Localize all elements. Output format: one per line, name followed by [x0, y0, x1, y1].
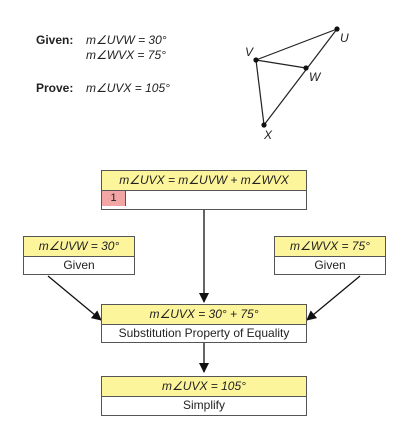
flow-box-right: m∠WVX = 75° Given: [274, 236, 386, 275]
point-w: [303, 65, 309, 71]
flow-box-left-statement: m∠UVW = 30°: [24, 237, 134, 257]
flow-box-bottom-reason: Simplify: [182, 398, 225, 412]
prove-label: Prove:: [36, 81, 74, 95]
step-number-badge: 1: [102, 191, 126, 206]
point-label-u: U: [340, 31, 349, 45]
segment-vx: [255, 59, 265, 126]
segment-vu: [255, 28, 338, 61]
arrow-right-to-middle: [306, 275, 361, 321]
flow-box-bottom-statement: m∠UVX = 105°: [102, 377, 306, 397]
given-label: Given:: [36, 33, 74, 47]
point-label-x: X: [264, 128, 273, 142]
point-v: [253, 57, 259, 63]
flow-box-top-statement: m∠UVX = m∠UVW + m∠WVX: [102, 171, 306, 191]
flow-box-left: m∠UVW = 30° Given: [23, 236, 135, 275]
geometry-figure: [255, 28, 338, 126]
geometry-points: [253, 26, 340, 128]
segment-ux: [263, 28, 338, 126]
point-u: [334, 26, 340, 32]
point-x: [261, 122, 267, 128]
arrow-left-to-middle: [47, 275, 102, 321]
flow-box-bottom: m∠UVX = 105° Simplify: [101, 376, 307, 416]
point-label-v: V: [245, 45, 254, 59]
given-statement-2: m∠WVX = 75°: [86, 48, 166, 62]
given-statement-1: m∠UVW = 30°: [86, 33, 167, 47]
flow-box-right-statement: m∠WVX = 75°: [275, 237, 385, 257]
flow-box-left-reason: Given: [63, 258, 95, 272]
flow-box-top: m∠UVX = m∠UVW + m∠WVX 1: [101, 170, 307, 210]
flow-box-middle-statement: m∠UVX = 30° + 75°: [102, 305, 306, 325]
flow-box-right-reason: Given: [314, 258, 346, 272]
flow-box-middle-reason: Substitution Property of Equality: [118, 326, 290, 340]
prove-statement: m∠UVX = 105°: [86, 81, 170, 95]
flow-box-middle: m∠UVX = 30° + 75° Substitution Property …: [101, 304, 307, 343]
segment-vw: [255, 59, 307, 69]
point-label-w: W: [309, 70, 321, 84]
